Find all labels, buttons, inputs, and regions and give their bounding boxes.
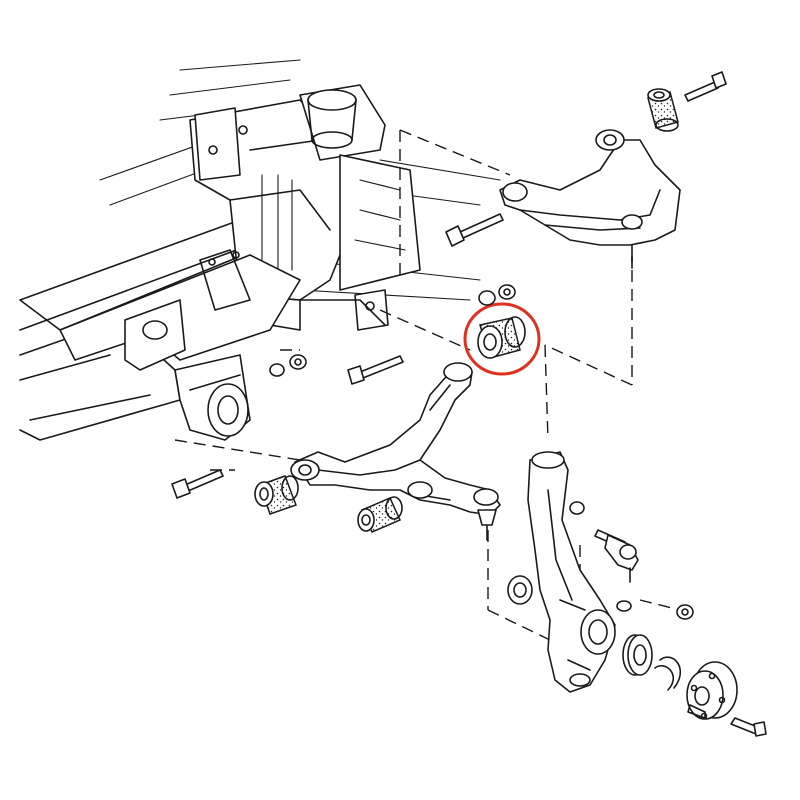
upper-arm-bushing — [647, 88, 679, 132]
assembly-guide-lines — [174, 129, 681, 641]
tie-rod-end — [604, 534, 639, 583]
lower-arm-rear-bushing — [357, 496, 403, 533]
steering-knuckle — [527, 451, 632, 693]
highlight-circle — [463, 302, 541, 376]
upper-control-arm — [499, 129, 681, 263]
washers — [269, 290, 533, 605]
lower-control-arm — [290, 362, 501, 541]
hub-bearing — [622, 634, 681, 691]
lower-arm-front-bushing — [254, 475, 299, 515]
subframe — [19, 59, 501, 441]
wheel-hub — [686, 661, 738, 720]
nuts — [289, 284, 694, 620]
highlighted-bushing — [463, 302, 541, 376]
bolts — [445, 71, 727, 269]
lower-bolts — [171, 355, 767, 737]
